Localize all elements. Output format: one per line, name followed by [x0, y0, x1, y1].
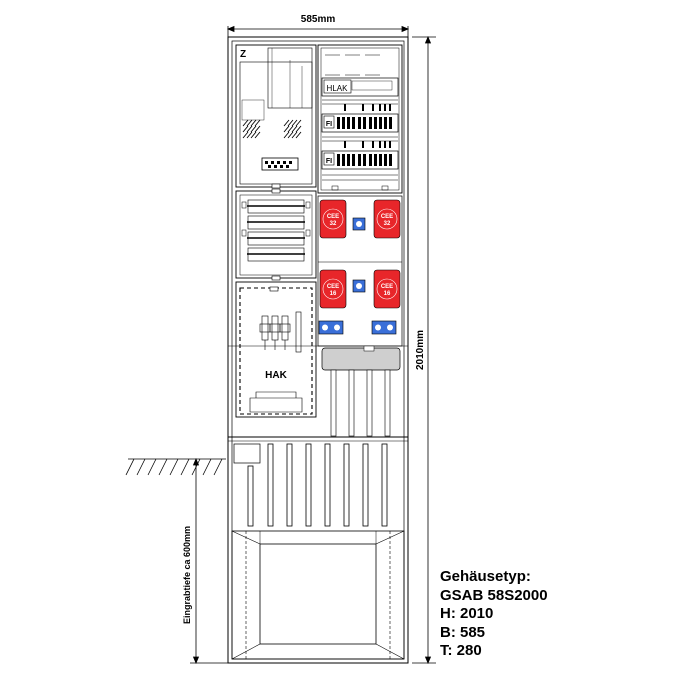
specs-title: Gehäusetyp: [440, 568, 531, 585]
height-dimension [412, 35, 436, 665]
breaker-panel [317, 44, 403, 194]
schuko-socket-pair-right [371, 320, 397, 335]
hak-panel [235, 281, 317, 418]
housing-specs: Gehäusetyp: GSAB 58S2000 H: 2010 B: 585 … [440, 568, 548, 661]
hlak-label: HLAK [327, 84, 349, 93]
cee-socket-32-left [319, 199, 347, 239]
depth-dimension-label: Eingrabtiefe ca 600mm [182, 526, 192, 624]
schuko-socket-pair-left [318, 320, 344, 335]
cee-socket-16-right [373, 269, 401, 309]
specs-width: B: 585 [440, 623, 486, 641]
specs-model: GSAB 58S2000 [440, 586, 548, 604]
cee-16-left-line1: CEE [327, 284, 339, 290]
fi-label-bottom: FI [326, 158, 332, 165]
width-dimension-label: 585mm [301, 14, 336, 25]
terminal-block [321, 345, 401, 437]
rail-panel [235, 188, 317, 281]
socket-panel [317, 195, 403, 347]
cee-16-right-line1: CEE [381, 284, 393, 290]
fi-label-top: FI [326, 121, 332, 128]
cee-32-left-line1: CEE [327, 214, 339, 220]
meter-mark-label: Z [240, 49, 246, 60]
cee-socket-16-left [319, 269, 347, 309]
cee-16-left-line2: 16 [330, 291, 337, 297]
lower-cabinet [231, 443, 405, 660]
breaker-row-top [337, 104, 392, 129]
breaker-row-bottom [337, 141, 392, 166]
hak-label: HAK [265, 370, 287, 381]
width-dimension [226, 25, 410, 38]
cee-32-right-line2: 32 [384, 221, 391, 227]
ground-line [125, 458, 226, 476]
height-dimension-label: 2010mm [415, 330, 426, 370]
specs-height: H: 2010 [440, 605, 494, 622]
meter-panel [235, 44, 317, 189]
schuko-socket-mid-center [352, 279, 366, 293]
schuko-socket-top-center [352, 217, 366, 231]
cee-32-right-line1: CEE [381, 214, 393, 220]
cee-socket-32-right [373, 199, 401, 239]
specs-depth: T: 280 [440, 642, 482, 659]
cee-32-left-line2: 32 [330, 221, 337, 227]
cee-16-right-line2: 16 [384, 291, 391, 297]
depth-dimension [190, 457, 228, 665]
